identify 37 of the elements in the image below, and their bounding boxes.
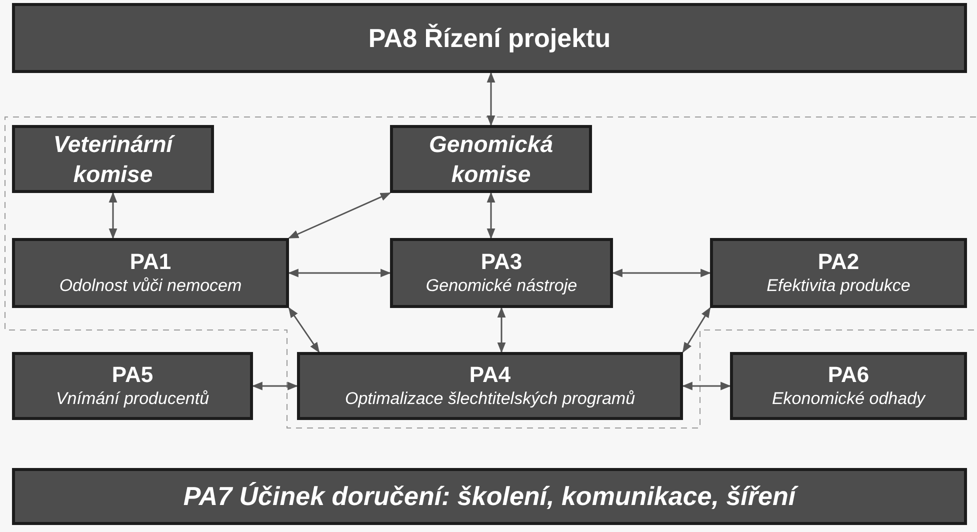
box-title: Genomická komise [428, 130, 554, 189]
box-title: PA5 [112, 362, 154, 388]
box-title: PA2 [818, 249, 860, 275]
box-title: PA1 [130, 249, 172, 275]
box-subtitle: Efektivita produkce [766, 275, 910, 297]
box-title: PA7 Účinek doručení: školení, komunikace, šíření [183, 477, 796, 516]
process-box [710, 238, 967, 308]
process-box [12, 238, 289, 308]
double-arrow [288, 268, 392, 278]
box-subtitle: Genomické nástroje [426, 275, 578, 297]
double-arrow [288, 307, 320, 353]
box-subtitle: Ekonomické odhady [772, 388, 926, 410]
process-box [730, 352, 967, 420]
double-arrow [288, 192, 391, 239]
double-arrow [682, 307, 711, 353]
box-title: PA6 [828, 362, 870, 388]
box-title: PA4 [469, 362, 511, 388]
box-subtitle: Optimalizace šlechtitelských programů [344, 388, 636, 410]
header-bar [12, 3, 967, 73]
double-arrow [108, 192, 118, 240]
box-title: PA8 Řízení projektu [368, 22, 611, 54]
double-arrow [682, 382, 732, 390]
double-arrow [612, 268, 712, 278]
box-subtitle: Odolnost vůči nemocem [59, 275, 242, 297]
double-arrow [486, 72, 496, 126]
double-arrow [252, 382, 298, 390]
footer-bar [12, 468, 967, 525]
process-box [297, 352, 683, 420]
committee-box [390, 125, 592, 193]
box-subtitle: Vnímání producentů [56, 388, 210, 410]
box-title: PA3 [480, 249, 522, 275]
committee-box [12, 125, 214, 193]
process-box [12, 352, 253, 420]
process-box [390, 238, 613, 308]
double-arrow [486, 192, 496, 240]
box-title: Veterinární komise [52, 130, 176, 189]
double-arrow [497, 306, 506, 354]
